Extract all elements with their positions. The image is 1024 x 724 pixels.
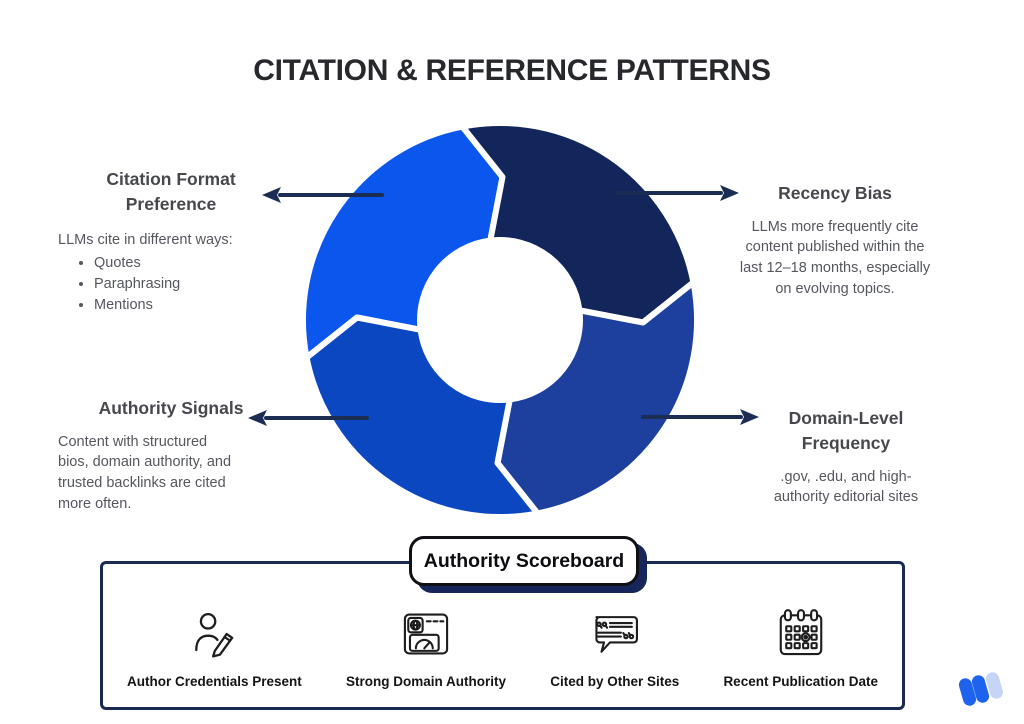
logo-bar [971, 675, 990, 703]
scoreboard-item-label: Strong Domain Authority [346, 674, 506, 689]
recency-bias-body: LLMs more frequently cite content publis… [739, 218, 931, 297]
citation-format-heading: Citation Format Preference [106, 169, 236, 214]
citation-format-section: Citation Format Preference LLMs cite in … [58, 167, 284, 315]
scoreboard-item-label: Author Credentials Present [127, 674, 302, 689]
list-item: Mentions [94, 295, 284, 316]
scoreboard-item-cited-by-others: Cited by Other Sites [550, 607, 679, 689]
scoreboard-item-label: Cited by Other Sites [550, 674, 680, 689]
citation-format-intro: LLMs cite in different ways: [58, 231, 233, 248]
page-title: CITATION & REFERENCE PATTERNS [253, 54, 771, 88]
scoreboard-item-publication-date: Recent Publication Date [723, 605, 878, 689]
domain-frequency-heading: Domain-Level Frequency [788, 408, 904, 453]
authority-signals-body: Content with structured bios, domain aut… [58, 433, 232, 512]
cycle-diagram [300, 120, 700, 520]
list-item: Quotes [94, 253, 284, 274]
cycle-segment-top-right [459, 120, 697, 326]
recency-bias-section: Recency Bias LLMs more frequently cite c… [731, 181, 939, 299]
cycle-segment-bottom-right [494, 279, 700, 517]
logo-bar [986, 672, 1003, 699]
authority-signals-section: Authority Signals Content with structure… [58, 396, 284, 514]
domain-frequency-section: Domain-Level Frequency .gov, .edu, and h… [741, 406, 951, 508]
authority-signals-heading: Authority Signals [98, 398, 244, 418]
authority-scoreboard-title: Authority Scoreboard [423, 549, 625, 572]
domain-frequency-body: .gov, .edu, and high- authority editoria… [773, 468, 919, 506]
brand-logo-icon [958, 672, 1003, 706]
citation-bubble-icon [595, 616, 638, 653]
calendar-target-icon [779, 609, 823, 656]
recency-bias-heading: Recency Bias [778, 183, 892, 203]
scoreboard-item-author-credentials: Author Credentials Present [127, 607, 302, 689]
cycle-segment-bottom-left [303, 314, 541, 520]
scoreboard-item-label: Recent Publication Date [723, 674, 878, 689]
citation-format-list: Quotes Paraphrasing Mentions [58, 253, 284, 315]
logo-bar [958, 678, 977, 706]
authority-scoreboard-badge: Authority Scoreboard [409, 536, 639, 586]
author-credentials-icon [195, 613, 234, 658]
list-item: Paraphrasing [94, 274, 284, 295]
cycle-segment-top-left [300, 123, 506, 361]
scoreboard-item-domain-authority: Strong Domain Authority [346, 607, 506, 689]
domain-authority-gauge-icon [403, 613, 449, 655]
